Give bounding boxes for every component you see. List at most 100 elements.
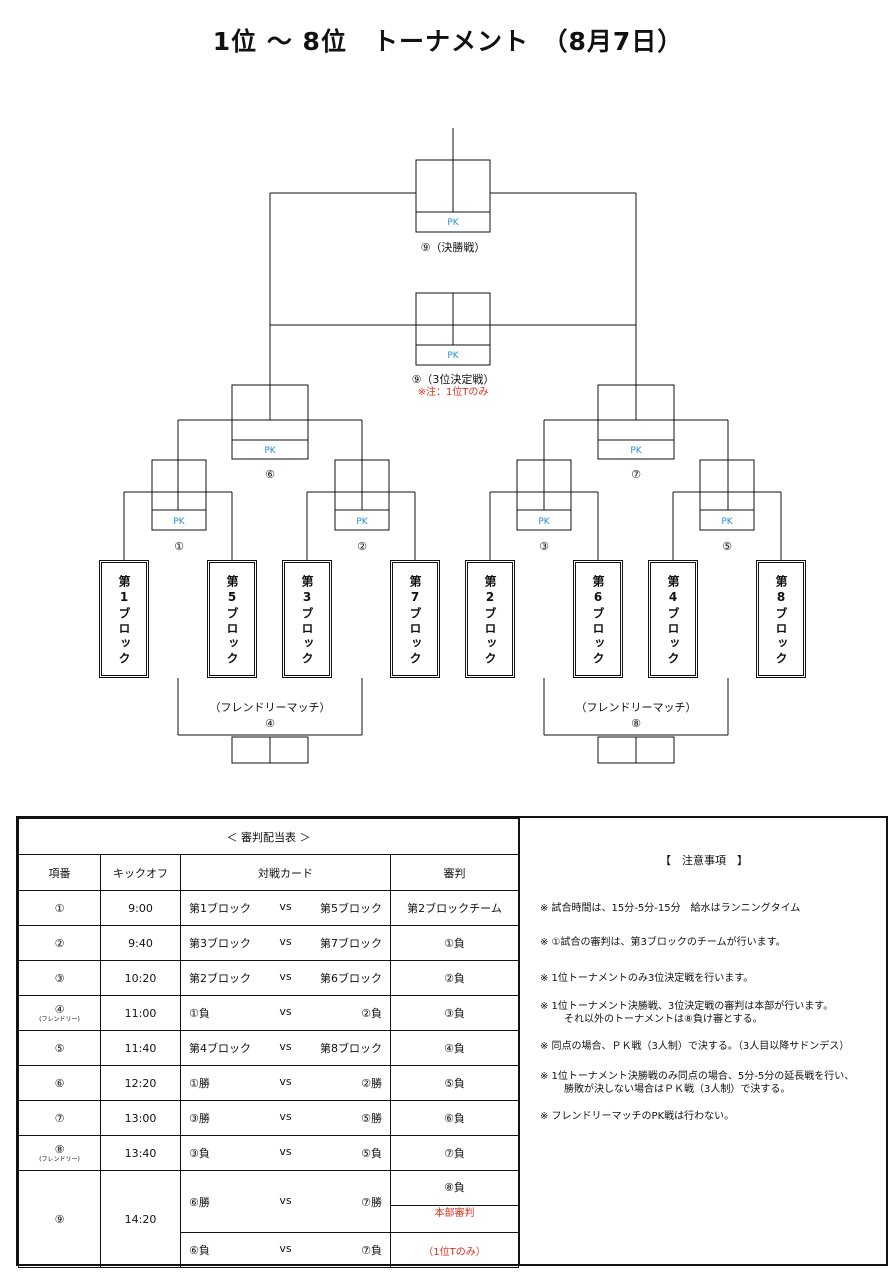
row-no: ⑤: [18, 1030, 101, 1066]
row-referee: ⑥負: [390, 1100, 519, 1136]
friendly-sub: (フレンドリー): [39, 1016, 80, 1023]
row-no: ⑧(フレンドリー): [18, 1135, 101, 1171]
match-2-label: ②: [357, 540, 367, 553]
row-referee: ⑤負: [390, 1065, 519, 1101]
team-b: 第8ブロック: [320, 1042, 382, 1055]
row-time: 14:20: [100, 1170, 181, 1268]
row-referee: ⑦負: [390, 1135, 519, 1171]
team-b: ②負: [361, 1007, 382, 1020]
row-referee: ④負: [390, 1030, 519, 1066]
team-a: ⑥負: [189, 1244, 210, 1257]
row-referee: ②負: [390, 960, 519, 996]
team-b: ⑤負: [361, 1147, 382, 1160]
team-a: ⑥勝: [189, 1195, 210, 1209]
block-8: 第8ブロック: [756, 560, 806, 678]
header-no: 項番: [18, 854, 101, 891]
block-4: 第4ブロック: [648, 560, 698, 678]
vs-text: vs: [279, 900, 292, 913]
friendly-right-label: （フレンドリーマッチ）: [576, 701, 697, 714]
referee-hq-note: （1位Tのみ）: [390, 1232, 519, 1268]
pk-final: PK: [447, 218, 459, 228]
note-item: それ以外のトーナメントは⑧負け審とする。: [564, 1014, 763, 1025]
match-5-label: ⑤: [722, 540, 732, 553]
team-a: ③勝: [189, 1112, 210, 1125]
vs-text: vs: [279, 1145, 292, 1158]
referee-top: ⑧負: [391, 1171, 518, 1206]
referee-table: ＜ 審判配当表 ＞ 項番 キックオフ 対戦カード 審判 ① 9:00 第1ブロッ…: [18, 818, 519, 1268]
note-item: ※ 1位トーナメント決勝戦、3位決定戦の審判は本部が行います。: [540, 1001, 834, 1012]
team-a: 第4ブロック: [189, 1042, 251, 1055]
block-label: 第6ブロック: [591, 575, 605, 667]
row-no: ④(フレンドリー): [18, 995, 101, 1031]
row-referee: ①負: [390, 925, 519, 961]
block-label: 第4ブロック: [666, 575, 680, 667]
row-match: 第4ブロック vs 第8ブロック: [180, 1030, 391, 1066]
team-a: ③負: [189, 1147, 210, 1160]
vs-text: vs: [279, 1005, 292, 1018]
pk-qf5: PK: [721, 517, 733, 527]
match-4-label: ④: [265, 717, 275, 730]
match-7-label: ⑦: [631, 468, 641, 481]
note-item: 勝敗が決しない場合はＰＫ戦（3人制）で決する。: [564, 1084, 791, 1095]
vs-text: vs: [279, 970, 292, 983]
row-no-text: ④: [54, 1003, 65, 1016]
friendly-left-label: （フレンドリーマッチ）: [210, 701, 331, 714]
row-no: ②: [18, 925, 101, 961]
match-6-label: ⑥: [265, 468, 275, 481]
match-3-label: ③: [539, 540, 549, 553]
note-item: ※ 1位トーナメント決勝戦のみ同点の場合、5分-5分の延長戦を行い、: [540, 1071, 855, 1082]
team-a: 第1ブロック: [189, 902, 251, 915]
note-item: ※ 同点の場合、ＰＫ戦（3人制）で決する。（3人目以降サドンデス）: [540, 1041, 850, 1052]
table-row: ⑤ 11:40 第4ブロック vs 第8ブロック ④負: [18, 1030, 519, 1066]
row-time: 11:40: [100, 1030, 181, 1066]
row-referee: ③負: [390, 995, 519, 1031]
tournament-bracket: PK PK PK PK PK PK PK PK ⑨（決勝戦） ⑨（3位決定戦） …: [123, 128, 782, 764]
note-item: ※ ①試合の審判は、第3ブロックのチームが行います。: [540, 937, 786, 948]
match-1-label: ①: [174, 540, 184, 553]
third-place-label: ⑨（3位決定戦）: [412, 372, 495, 386]
header-referee: 審判: [390, 854, 519, 891]
row-referee: 第2ブロックチーム: [390, 890, 519, 926]
row-time: 9:00: [100, 890, 181, 926]
note-item: ※ 試合時間は、15分-5分-15分 給水はランニングタイム: [540, 903, 801, 914]
team-b: 第5ブロック: [320, 902, 382, 915]
pk-qf1: PK: [173, 517, 185, 527]
note-item: ※ フレンドリーマッチのPK戦は行わない。: [540, 1111, 735, 1122]
team-b: ②勝: [361, 1077, 382, 1090]
third-place-note: ※注：1位Tのみ: [418, 385, 489, 398]
row-no-text: ⑧: [54, 1143, 65, 1156]
header-match: 対戦カード: [180, 854, 391, 891]
block-5: 第5ブロック: [207, 560, 257, 678]
row-no: ⑦: [18, 1100, 101, 1136]
pk-semi-right: PK: [630, 446, 642, 456]
vs-text: vs: [279, 1075, 292, 1088]
notes-panel: 【 注意事項 】 ※ 試合時間は、15分-5分-15分 給水はランニングタイム …: [518, 818, 888, 1264]
block-1: 第1ブロック: [99, 560, 149, 678]
block-label: 第7ブロック: [408, 575, 422, 667]
row-time: 13:00: [100, 1100, 181, 1136]
row-match: 第1ブロック vs 第5ブロック: [180, 890, 391, 926]
row-no: ⑨: [18, 1170, 101, 1268]
vs-text: vs: [279, 1040, 292, 1053]
row-time: 13:40: [100, 1135, 181, 1171]
table-row: ④(フレンドリー) 11:00 ①負 vs ②負 ③負: [18, 995, 519, 1031]
row-no: ③: [18, 960, 101, 996]
team-a: 第2ブロック: [189, 972, 251, 985]
final-label: ⑨（決勝戦）: [421, 240, 486, 254]
row-time: 11:00: [100, 995, 181, 1031]
vs-text: vs: [279, 1193, 292, 1207]
row-no: ①: [18, 890, 101, 926]
team-a: ①負: [189, 1007, 210, 1020]
team-b: ⑤勝: [361, 1112, 382, 1125]
table-row: ⑧(フレンドリー) 13:40 ③負 vs ⑤負 ⑦負: [18, 1135, 519, 1171]
friendly-sub: (フレンドリー): [39, 1156, 80, 1163]
header-kickoff: キックオフ: [100, 854, 181, 891]
row-match: ③負 vs ⑤負: [180, 1135, 391, 1171]
block-6: 第6ブロック: [573, 560, 623, 678]
